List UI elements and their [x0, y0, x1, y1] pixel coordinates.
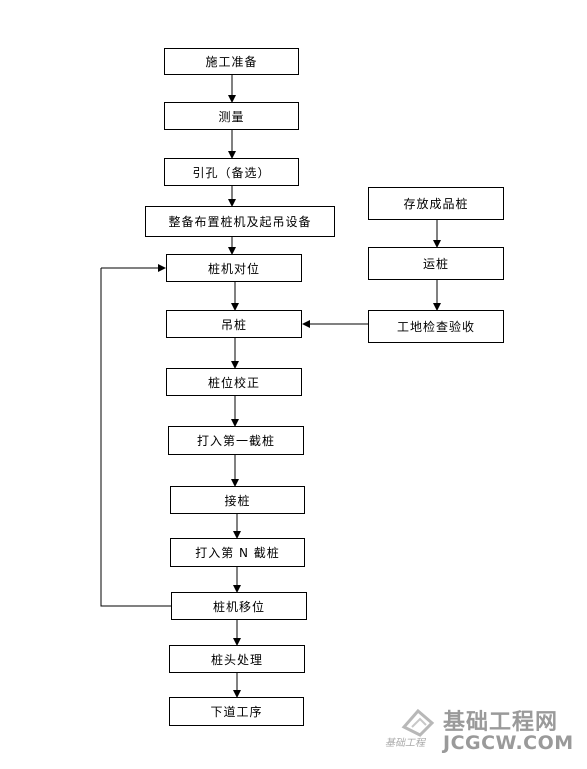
step-survey: 测量	[164, 102, 299, 130]
loop-back-line	[100, 268, 171, 607]
watermark-script: 基础工程	[385, 738, 425, 749]
step-splice-pile: 接桩	[170, 486, 305, 514]
watermark-logo-icon	[401, 708, 435, 737]
step-drive-first-section: 打入第一截桩	[168, 426, 304, 455]
step-lift-pile: 吊桩	[166, 310, 302, 338]
step-pile-machine-align: 桩机对位	[166, 254, 302, 282]
watermark-url: JCGCW.COM	[443, 732, 574, 754]
step-store-finished-piles: 存放成品桩	[368, 187, 504, 220]
step-transport-piles: 运桩	[368, 247, 504, 280]
watermark-title: 基础工程网	[443, 710, 559, 735]
step-pile-head-treatment: 桩头处理	[169, 645, 305, 673]
step-setup-equipment: 整备布置桩机及起吊设备	[145, 206, 335, 237]
step-pile-position-correction: 桩位校正	[166, 368, 302, 396]
step-drive-nth-section: 打入第 N 截桩	[170, 538, 305, 567]
step-pre-drilling: 引孔（备选）	[164, 158, 299, 186]
step-site-inspection: 工地检查验收	[368, 310, 504, 343]
step-next-process: 下道工序	[169, 697, 304, 726]
step-construction-prep: 施工准备	[164, 48, 299, 75]
step-move-pile-machine: 桩机移位	[171, 592, 307, 620]
